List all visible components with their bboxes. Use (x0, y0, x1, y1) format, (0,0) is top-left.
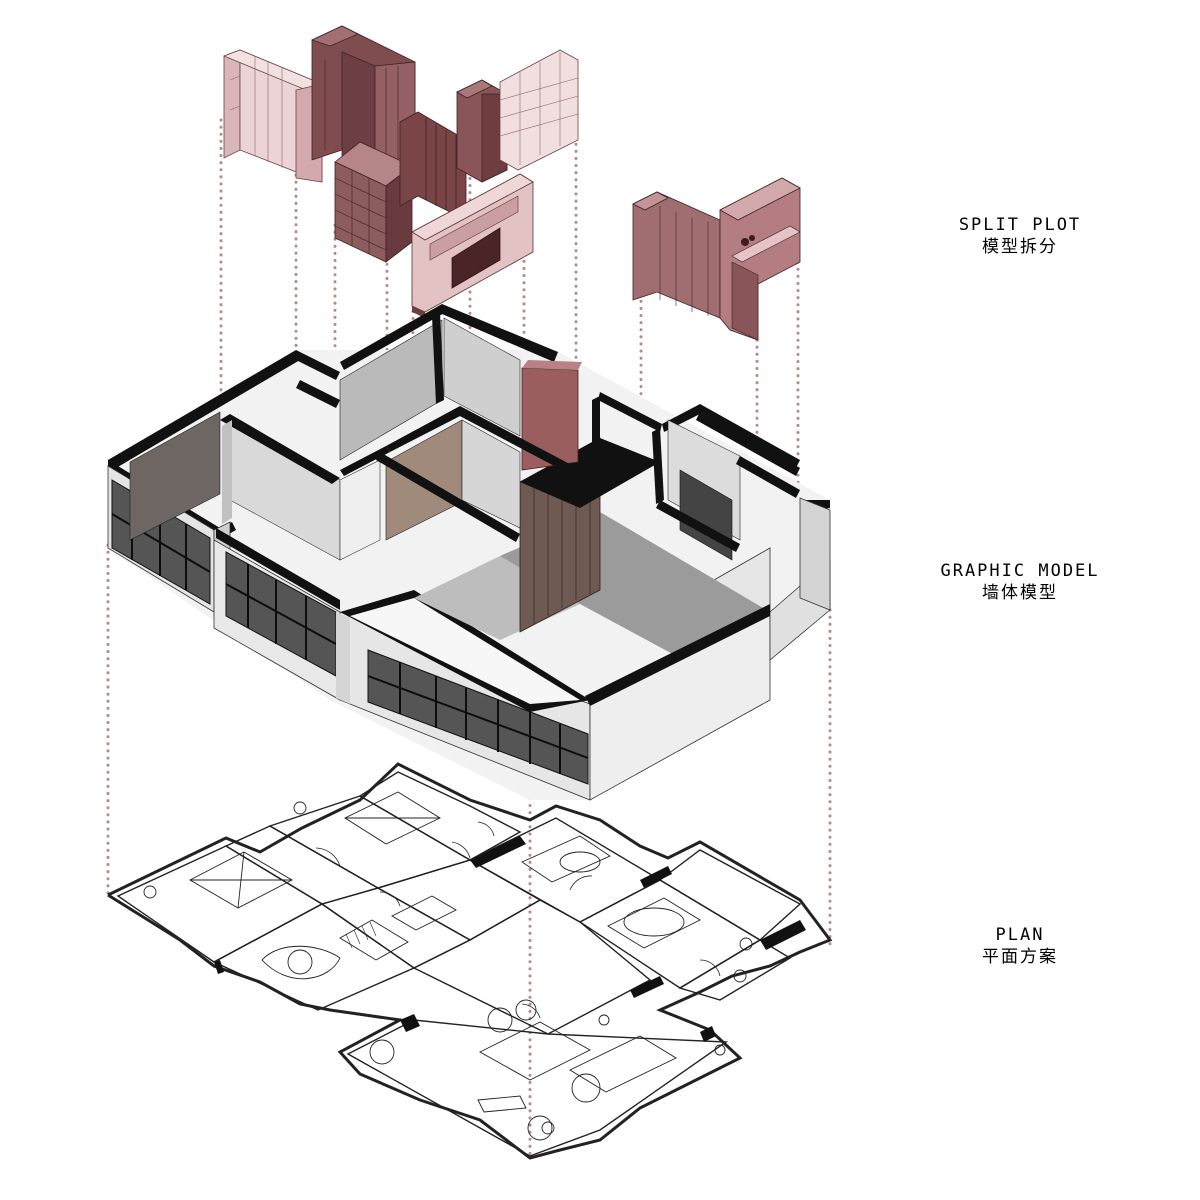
plan-label-box: PLAN 平面方案 (982, 925, 1058, 967)
split-plot-label-box: SPLIT PLOT 模型拆分 (958, 215, 1082, 257)
split-plot-title-en: SPLIT PLOT (958, 215, 1082, 235)
graphic-model-title-zh: 墙体模型 (982, 583, 1058, 603)
kitchen-cabinet-block (632, 177, 801, 341)
plan-furniture (143, 791, 753, 1141)
wall-model (107, 304, 831, 801)
interior-partitions (129, 317, 741, 561)
wardrobe-light (222, 49, 324, 183)
tall-block (456, 79, 508, 183)
living-room-walls (340, 437, 770, 712)
bookshelf (499, 49, 579, 171)
plan-title-zh: 平面方案 (982, 947, 1058, 967)
floor-plan (107, 762, 833, 1160)
wall-tops (216, 312, 800, 610)
side-walls (222, 420, 350, 704)
split-plot-title-zh: 模型拆分 (982, 237, 1058, 257)
shelf-cube (334, 141, 413, 263)
plan-door-swings (315, 821, 721, 1019)
furniture-split-plot (222, 25, 801, 341)
tv-wall-panel (411, 173, 534, 318)
plan-thick-walls (214, 836, 806, 1042)
graphic-model-label-box: GRAPHIC MODEL 墙体模型 (940, 561, 1100, 603)
graphic-model-title-en: GRAPHIC MODEL (940, 561, 1100, 581)
plan-title-en: PLAN (995, 925, 1045, 945)
